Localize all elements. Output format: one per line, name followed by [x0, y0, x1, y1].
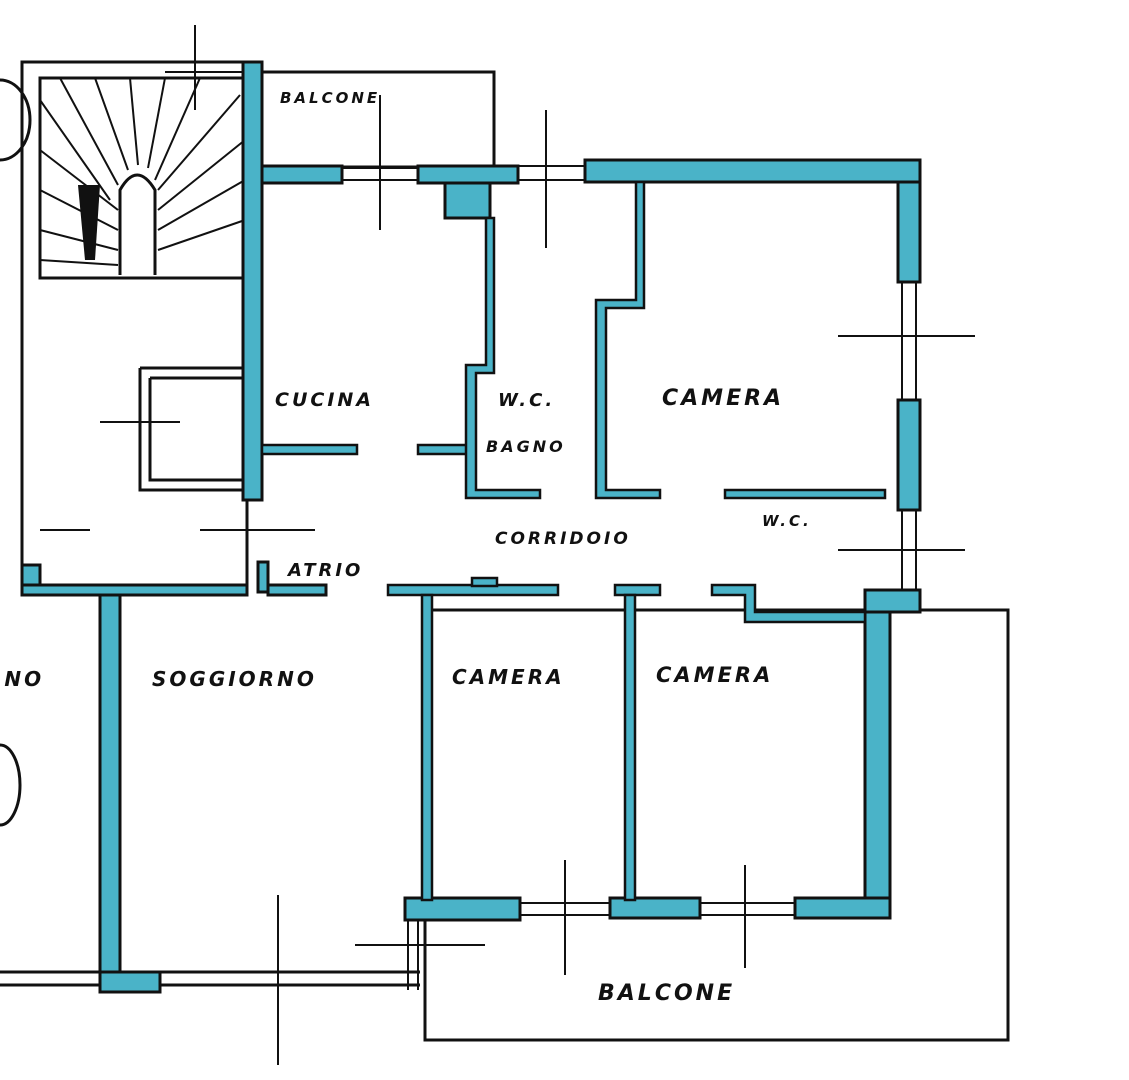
label-balcone-bottom: BALCONE [598, 981, 735, 1006]
walls [20, 60, 922, 994]
window-marks [40, 25, 975, 1065]
label-cucina: CUCINA [275, 389, 374, 411]
label-wc-small: W.C. [762, 512, 812, 530]
partitions [260, 180, 887, 902]
staircase [38, 76, 247, 492]
label-soggiorno: SOGGIORNO [152, 667, 317, 691]
room-labels: BALCONE CUCINA W.C. BAGNO CAMERA W.C. CO… [0, 89, 812, 1006]
label-partial-room: RNO [0, 667, 44, 691]
label-balcone-top: BALCONE [280, 89, 380, 107]
label-atrio: ATRIO [286, 560, 363, 581]
label-wc: W.C. [498, 390, 555, 411]
label-camera-right: CAMERA [656, 663, 773, 687]
label-corridoio: CORRIDOIO [495, 529, 631, 549]
label-camera-mid: CAMERA [452, 665, 565, 689]
label-camera-top: CAMERA [662, 386, 784, 411]
label-bagno: BAGNO [486, 437, 566, 456]
